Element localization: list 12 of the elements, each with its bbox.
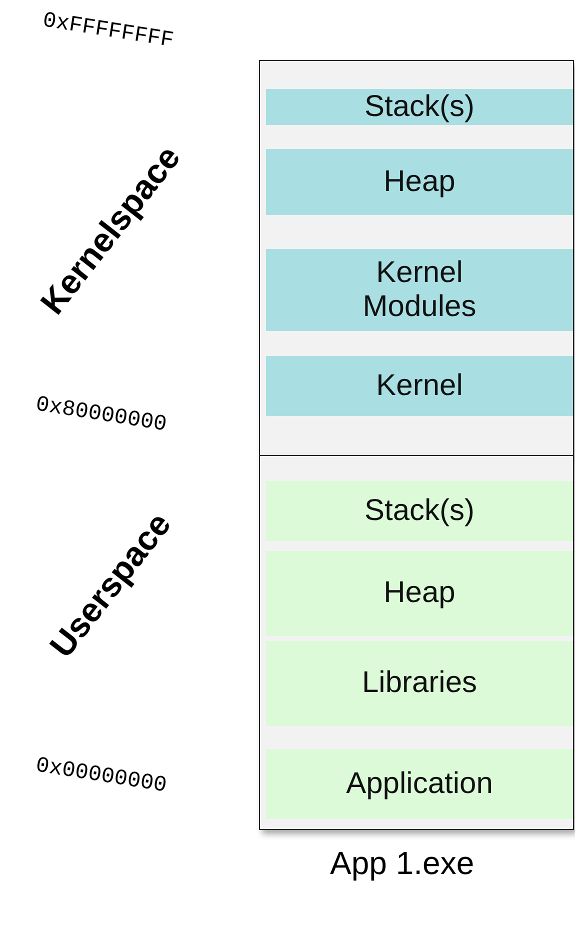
memory-segment: Heap — [266, 149, 573, 215]
address-label: 0x00000000 — [34, 753, 168, 798]
memory-segment: Libraries — [266, 641, 573, 726]
memory-segment: Heap — [266, 551, 573, 636]
memory-segment: Kernel Modules — [266, 249, 573, 331]
memory-segment: Stack(s) — [266, 481, 573, 541]
memory-segment: Application — [266, 749, 573, 819]
memory-segment: Stack(s) — [266, 89, 573, 125]
address-label: 0xFFFFFFFF — [41, 8, 176, 54]
memory-segment: Kernel — [266, 356, 573, 416]
file-name-label: App 1.exe — [330, 845, 474, 882]
address-label: 0x80000000 — [34, 392, 168, 438]
